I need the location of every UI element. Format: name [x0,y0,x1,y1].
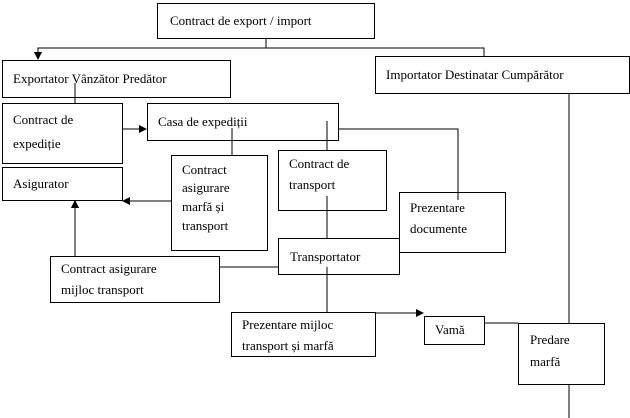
node-label: Asigurator [13,176,69,191]
node-label: Exportator Vânzător Predător [13,71,167,86]
node-label: Transportator [290,249,361,264]
node-label: Importator Destinatar Cumpărător [386,67,564,82]
node-contract-export-import: Contract de export / import [157,3,375,39]
node-label: Predare [530,332,570,347]
node-label: marfă [530,354,561,369]
node-label: Contract de export / import [170,13,312,28]
node-label: asigurare [182,180,230,195]
node-transportator: Transportator [278,238,400,275]
node-label: transport [182,218,229,233]
node-label: transport [289,177,336,192]
node-label: Prezentare mijloc [242,317,334,332]
node-predare-marfa: Predare marfă [518,323,605,385]
node-contract-asigurare-mijloc: Contract asigurare mijloc transport [50,256,220,303]
node-label: Prezentare [410,200,465,215]
node-label: Vamă [435,322,465,337]
node-prezentare-mijloc: Prezentare mijloc transport și marfă [231,312,376,357]
node-prezentare-documente: Prezentare documente [399,192,506,253]
node-contract-transport: Contract de transport [278,150,387,211]
node-label: documente [410,221,467,236]
node-label: mijloc transport [61,282,144,297]
node-label: Contract [182,162,227,177]
node-label: Contract asigurare [61,261,157,276]
node-vama: Vamă [424,316,485,345]
node-label: Casa de expediții [158,114,248,129]
node-label: Contract de [13,112,74,127]
node-label: marfă și [182,199,225,214]
node-contract-expeditie: Contract de expediție [2,103,123,164]
node-label: transport și marfă [242,338,334,353]
node-label: expediție [13,136,61,151]
node-importator: Importator Destinatar Cumpărător [375,56,630,94]
node-label: Contract de [289,156,350,171]
arrow-to-exportator [34,38,267,60]
node-exportator: Exportator Vânzător Predător [2,60,231,98]
node-asigurator: Asigurator [2,167,123,201]
node-casa-expeditii: Casa de expediții [147,103,339,141]
line-to-importator [266,47,485,56]
node-contract-asigurare-marfa: Contract asigurare marfă și transport [171,155,268,251]
